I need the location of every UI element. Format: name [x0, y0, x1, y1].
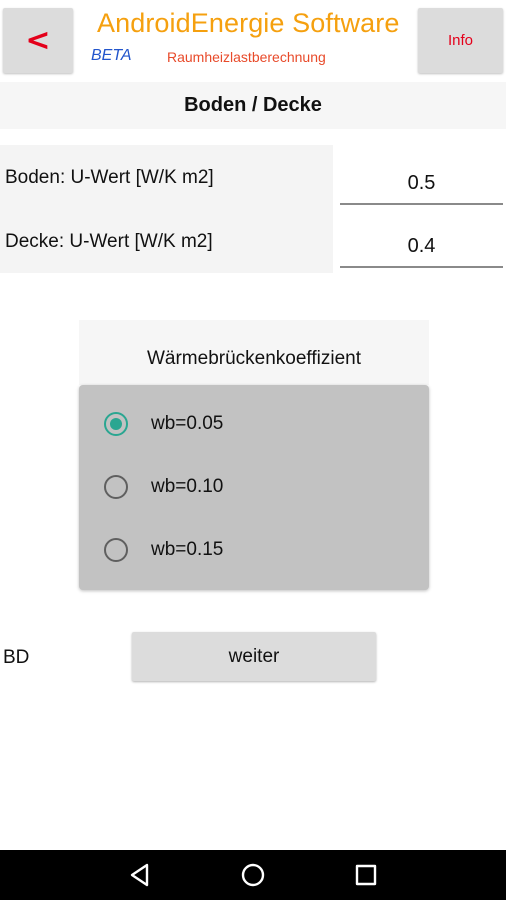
home-circle-icon[interactable] [240, 862, 266, 888]
radio-group-title: Wärmebrückenkoeffizient [146, 348, 362, 369]
radio-option-wb-010[interactable]: wb=0.10 [79, 461, 429, 517]
decke-u-value-input[interactable] [340, 226, 503, 268]
weiter-button[interactable]: weiter [132, 632, 376, 681]
boden-u-value-input[interactable] [340, 163, 503, 205]
radio-button-icon[interactable] [104, 475, 128, 499]
beta-label: BETA [91, 47, 132, 64]
radio-button-icon[interactable] [104, 412, 128, 436]
thermal-bridge-radio-group: Wärmebrückenkoeffizient wb=0.05 wb=0.10 … [79, 320, 429, 590]
radio-option-label: wb=0.15 [151, 539, 224, 560]
back-button[interactable]: < [3, 8, 73, 73]
section-title: Boden / Decke [0, 82, 506, 129]
radio-options-panel: wb=0.05 wb=0.10 wb=0.15 [79, 385, 429, 590]
radio-option-label: wb=0.10 [151, 476, 224, 497]
radio-option-wb-015[interactable]: wb=0.15 [79, 524, 429, 580]
bd-label: BD [3, 647, 30, 668]
app-header: < AndroidEnergie Software BETA Raumheizl… [0, 0, 506, 82]
radio-button-icon[interactable] [104, 538, 128, 562]
radio-group-header: Wärmebrückenkoeffizient [79, 320, 429, 385]
app-title: AndroidEnergie Software [97, 8, 400, 38]
app-subtitle: Raumheizlastberechnung [167, 49, 326, 65]
labels-panel: Boden: U-Wert [W/K m2] Decke: U-Wert [W/… [0, 145, 333, 273]
system-navigation-bar [0, 850, 506, 900]
radio-option-wb-005[interactable]: wb=0.05 [79, 398, 429, 454]
radio-option-label: wb=0.05 [151, 413, 224, 434]
back-triangle-icon[interactable] [127, 862, 153, 888]
info-button[interactable]: Info [418, 8, 503, 73]
decke-u-value-label: Decke: U-Wert [W/K m2] [5, 231, 213, 252]
boden-u-value-label: Boden: U-Wert [W/K m2] [5, 167, 214, 188]
recents-square-icon[interactable] [353, 862, 379, 888]
